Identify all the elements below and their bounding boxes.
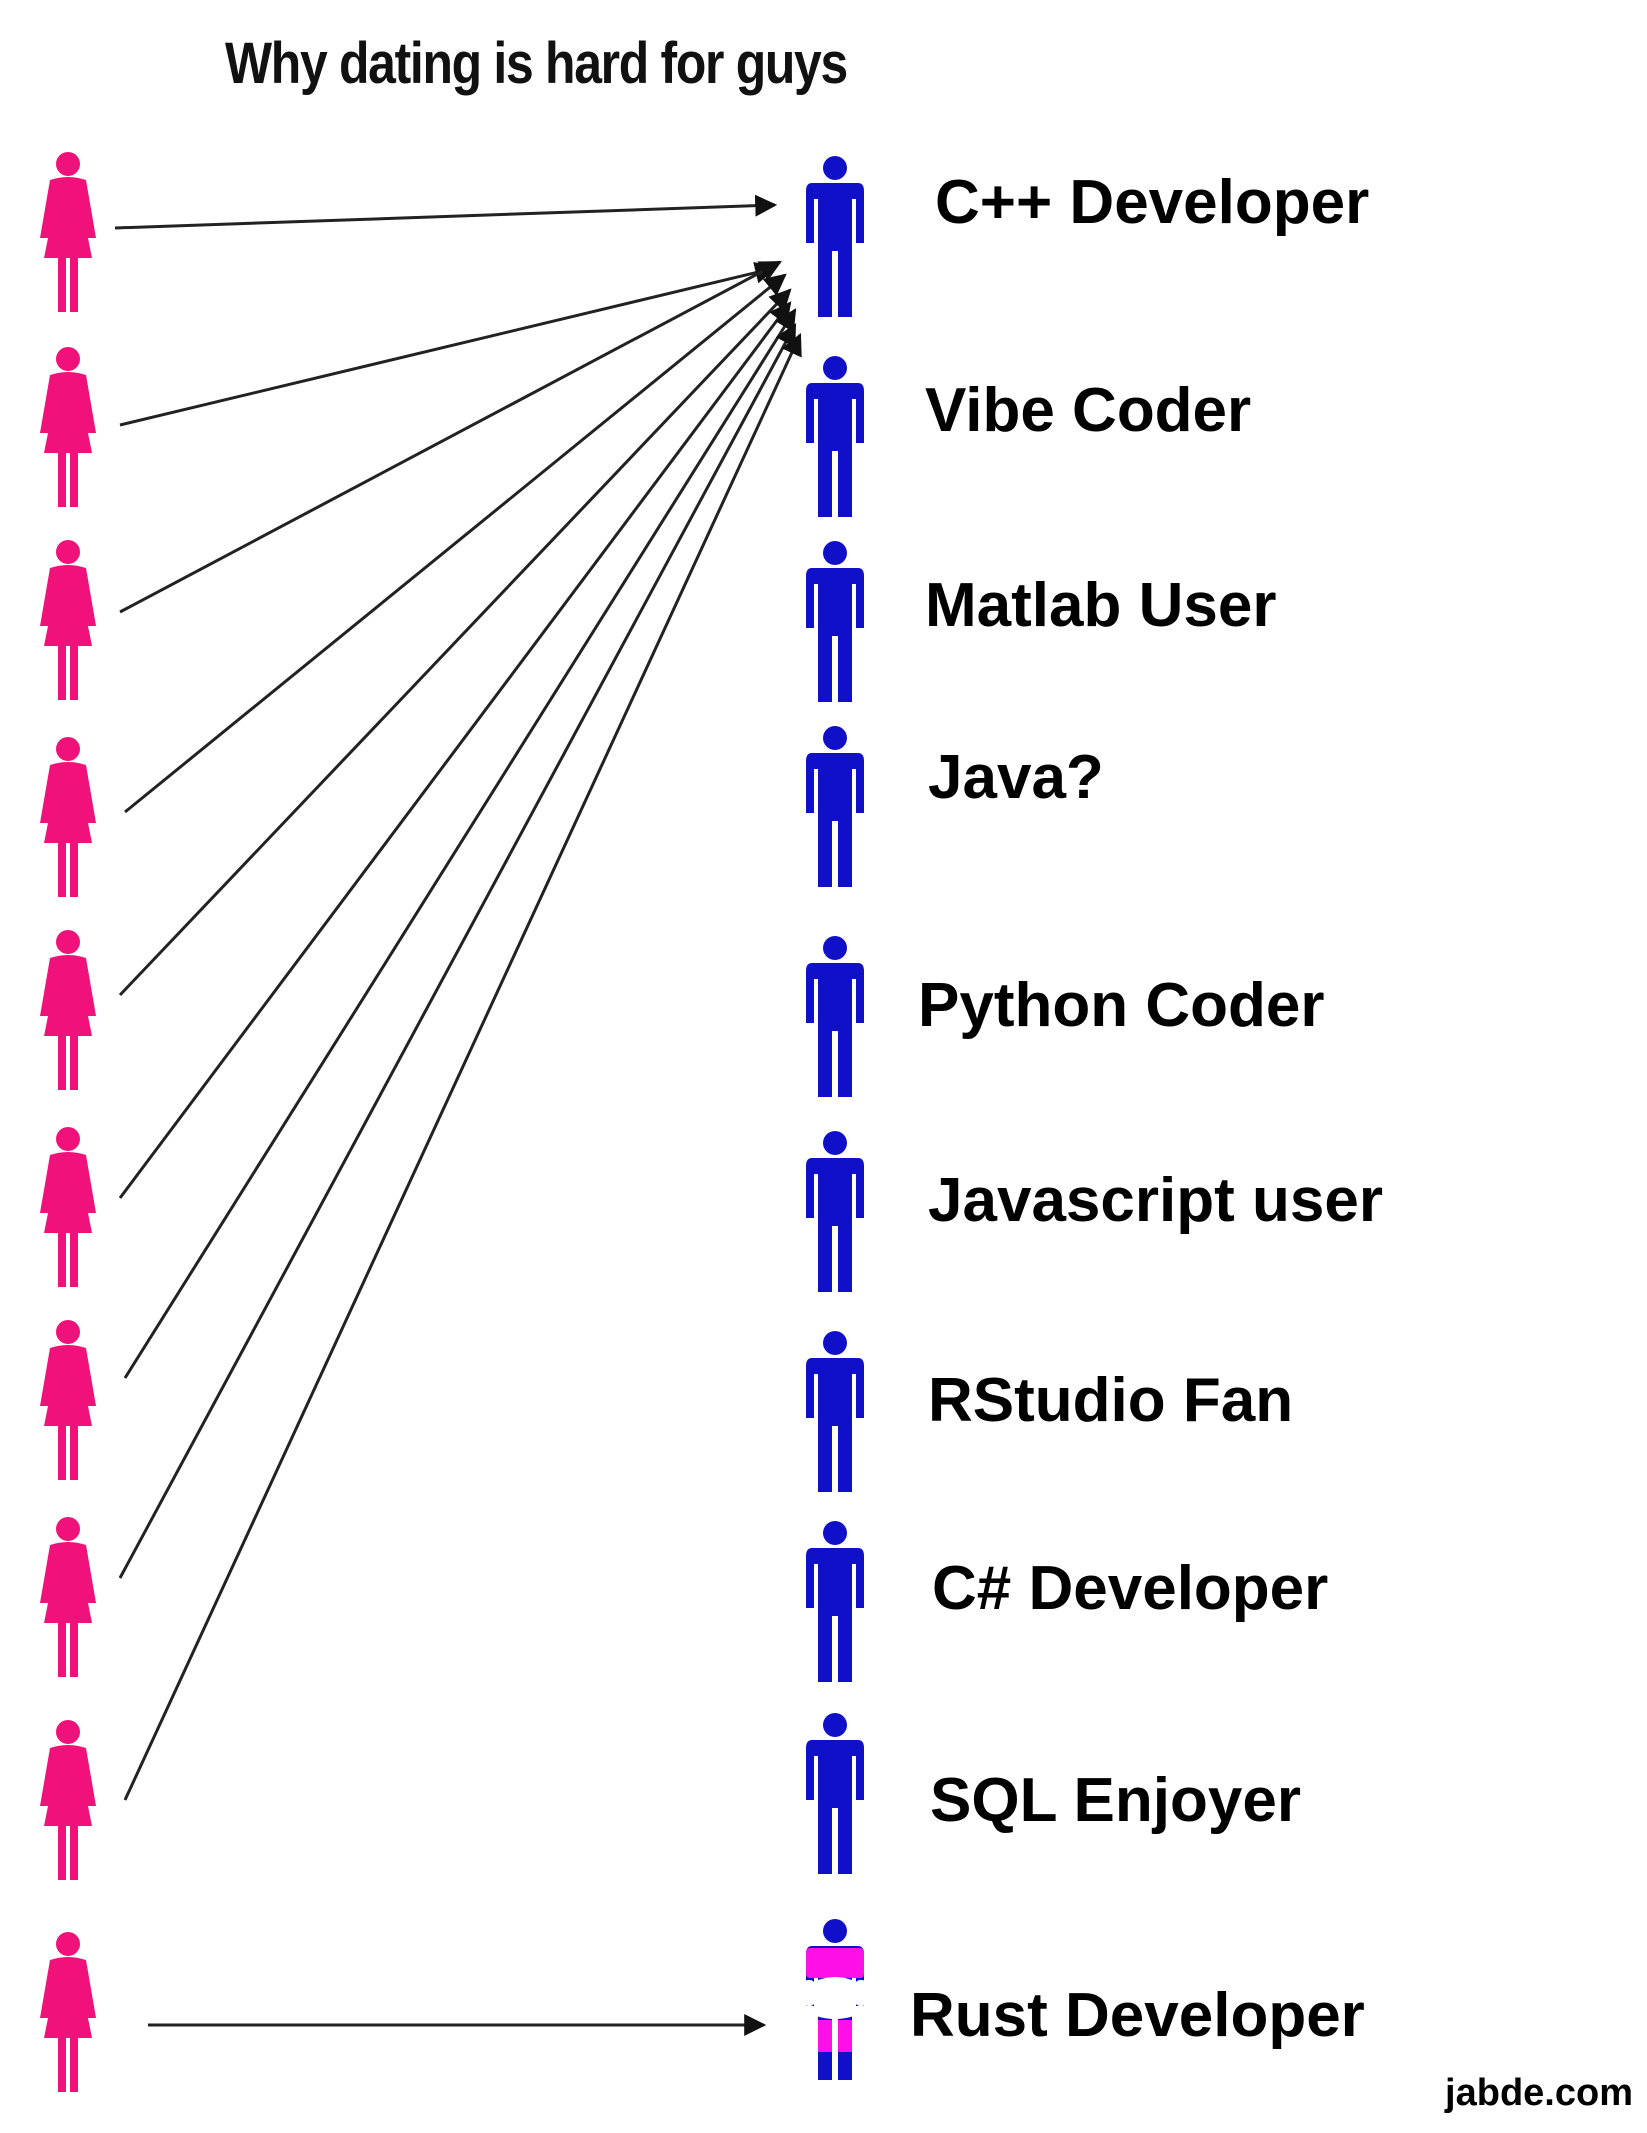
arrow-woman-2-to-c-developer xyxy=(119,261,778,427)
man-label-vibe-coder: Vibe Coder xyxy=(925,376,1252,445)
arrow-woman-4-to-c-developer xyxy=(124,273,787,814)
diagram-title: Why dating is hard for guys xyxy=(225,31,848,96)
woman-icon xyxy=(40,1720,96,1880)
women-column xyxy=(40,152,96,2092)
arrow-woman-7-to-c-developer xyxy=(123,308,797,1379)
man-label-rust-developer: Rust Developer xyxy=(910,1981,1365,2050)
man-icon xyxy=(806,1713,864,1874)
arrow-woman-8-to-c-developer xyxy=(118,323,797,1579)
arrow-woman-9-to-c-developer xyxy=(123,333,802,1801)
men-column xyxy=(803,156,867,2080)
man-icon xyxy=(806,541,864,702)
woman-icon xyxy=(40,930,96,1090)
arrows-layer xyxy=(114,194,802,2036)
woman-icon xyxy=(40,737,96,897)
man-icon xyxy=(806,1131,864,1292)
man-label-matlab-user: Matlab User xyxy=(925,571,1277,640)
man-icon xyxy=(806,356,864,517)
woman-icon xyxy=(40,152,96,312)
woman-icon xyxy=(40,540,96,700)
man-label-python-coder: Python Coder xyxy=(918,971,1325,1040)
watermark: jabde.com xyxy=(1445,2072,1633,2114)
man-icon xyxy=(806,1521,864,1682)
man-label-rstudio-fan: RStudio Fan xyxy=(928,1366,1294,1435)
woman-icon xyxy=(40,1932,96,2092)
woman-icon xyxy=(40,1517,96,1677)
woman-icon xyxy=(40,1127,96,1287)
man-label-java: Java? xyxy=(928,743,1104,812)
man-icon xyxy=(806,726,864,887)
man-label-c-developer: C# Developer xyxy=(932,1554,1329,1623)
woman-icon xyxy=(40,347,96,507)
woman-icon xyxy=(40,1320,96,1480)
man-label-javascript-user: Javascript user xyxy=(928,1166,1383,1235)
man-icon xyxy=(806,156,864,317)
man-icon xyxy=(806,1331,864,1492)
man-icon xyxy=(806,936,864,1097)
rust-developer-icon xyxy=(803,1919,867,2080)
man-label-sql-enjoyer: SQL Enjoyer xyxy=(930,1766,1301,1835)
arrow-woman-6-to-c-developer xyxy=(118,301,792,1199)
arrow-woman-1-to-c-developer xyxy=(114,194,778,230)
man-label-c-developer: C++ Developer xyxy=(935,168,1370,237)
arrow-woman-3-to-c-developer xyxy=(119,260,782,614)
arrow-woman-5-to-c-developer xyxy=(118,288,792,997)
